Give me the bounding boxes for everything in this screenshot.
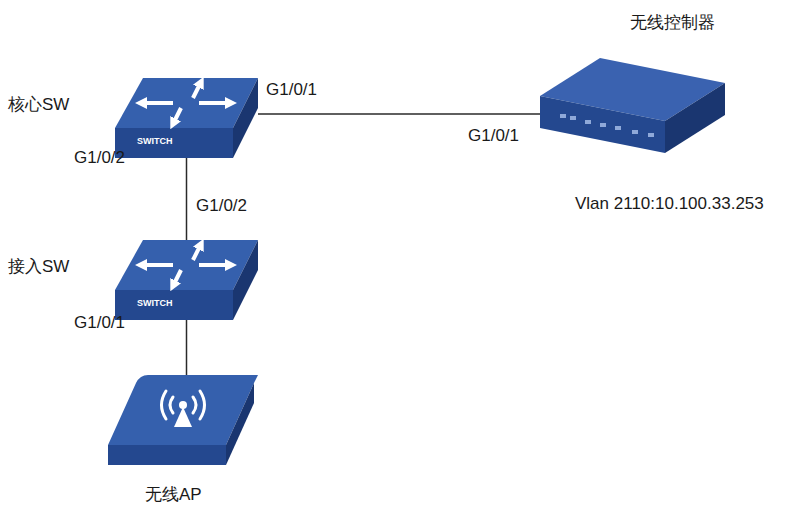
network-link [186, 158, 188, 240]
port-label: G1/0/1 [74, 313, 125, 333]
device-caption: SWITCH [137, 136, 173, 146]
device-icon [115, 240, 258, 320]
device-label: 无线控制器 [630, 13, 715, 33]
device-icon [108, 375, 258, 470]
device-caption: Vlan 2110:10.100.33.253 [575, 194, 764, 214]
device-label: 接入SW [8, 257, 69, 277]
port-label: G1/0/1 [468, 126, 519, 146]
device-label: 核心SW [8, 95, 69, 115]
wireless-ap: 无线AP [108, 375, 258, 470]
port-label: G1/0/2 [74, 148, 125, 168]
device-label: 无线AP [145, 485, 202, 505]
network-link [186, 320, 188, 375]
access-switch: 接入SWSWITCH [115, 240, 258, 320]
wireless-controller: 无线控制器Vlan 2110:10.100.33.253 [540, 58, 725, 153]
port-label: G1/0/2 [196, 196, 247, 216]
device-icon [115, 78, 258, 158]
port-label: G1/0/1 [266, 80, 317, 100]
device-icon [540, 58, 725, 153]
core-switch: 核心SWSWITCH [115, 78, 258, 158]
device-caption: SWITCH [137, 298, 173, 308]
network-link [258, 113, 540, 115]
